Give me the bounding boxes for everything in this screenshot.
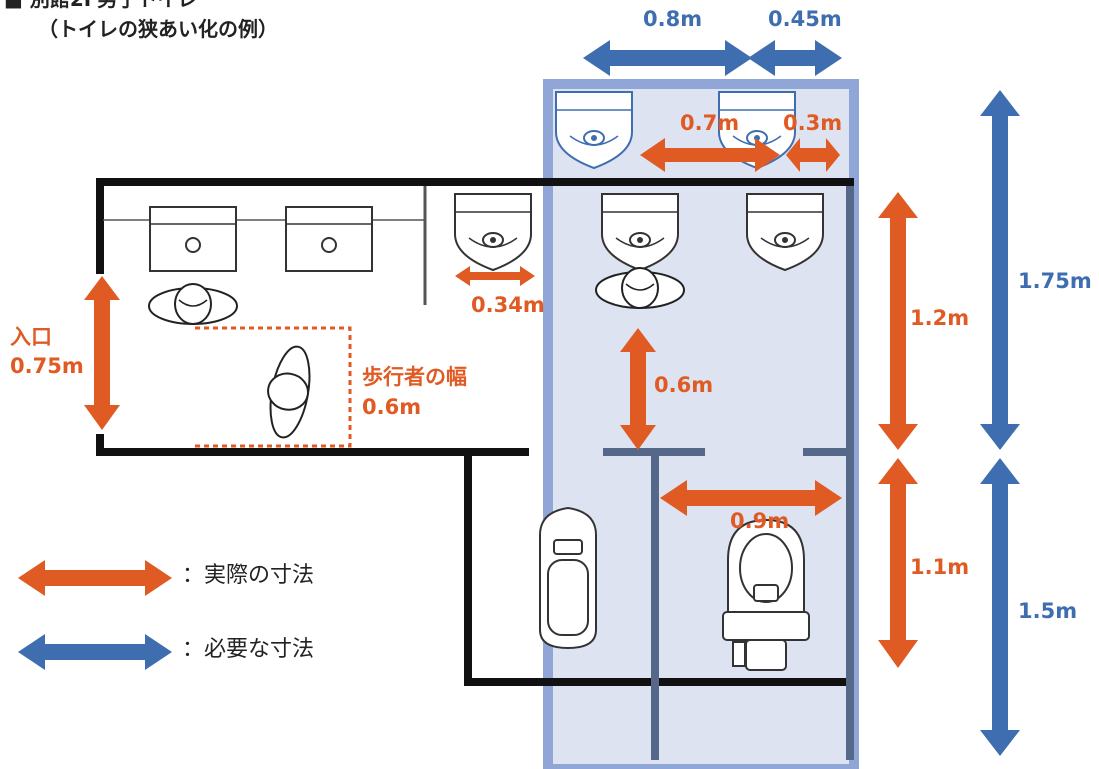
actual-urinal-spacing-arrow (640, 138, 780, 172)
walls (96, 178, 854, 686)
actual-urinal-spacing-label: 0.7m (680, 111, 740, 135)
required-urinal-spacing-arrow (583, 40, 752, 76)
sink-left (149, 206, 237, 272)
person-walking (267, 345, 311, 439)
required-arrows (18, 40, 1020, 756)
actual-booth-depth-arrow (878, 458, 918, 668)
booth-partitions (603, 186, 854, 760)
actual-booth-width-arrow (660, 480, 842, 516)
required-booth-depth-label: 1.5m (1018, 599, 1078, 623)
pedestrian-width-label: 0.6m (362, 395, 422, 419)
required-upper-depth-arrow (980, 90, 1020, 450)
entrance-title-label: 入口 (10, 325, 52, 349)
legend-actual-label: ：実際の寸法 (182, 563, 315, 588)
actual-urinal-depth-label: 1.2m (910, 306, 970, 330)
legend-actual-arrow (18, 560, 172, 596)
actual-entrance-arrow (84, 276, 120, 430)
squat-toilet (539, 506, 597, 650)
entrance-width-label: 0.75m (10, 354, 84, 378)
actual-urinal-gap-arrow (455, 266, 535, 286)
header-subtitle: （トイレの狭あい化の例） (38, 17, 278, 41)
western-toilet (722, 518, 810, 671)
actual-urinal-gap-label: 0.34m (471, 293, 545, 317)
legend-required-arrow (18, 634, 172, 670)
person-at-sink (148, 283, 238, 325)
required-upper-depth-label: 1.75m (1018, 269, 1092, 293)
pedestrian-title-label: 歩行者の幅 (362, 365, 467, 389)
required-booth-depth-arrow (980, 458, 1020, 756)
actual-booth-width-label: 0.9m (730, 509, 790, 533)
required-space-shade (548, 84, 854, 769)
required-urinal-spacing-label: 0.8m (643, 7, 703, 31)
required-urinal-side-arrow (748, 40, 842, 76)
actual-urinal-side-arrow (786, 138, 840, 172)
sink-right (285, 206, 373, 272)
actual-aisle-arrow (620, 328, 656, 450)
header-title-partial: ■ 別館2F男子トイレ (4, 0, 197, 10)
actual-urinal-depth-arrow (878, 192, 918, 450)
actual-urinal-side-label: 0.3m (783, 111, 843, 135)
legend-required-label: ：必要な寸法 (182, 637, 315, 662)
actual-aisle-label: 0.6m (654, 373, 714, 397)
required-urinal-side-label: 0.45m (768, 7, 842, 31)
actual-booth-depth-label: 1.1m (910, 555, 970, 579)
actual-arrows (18, 138, 918, 668)
urinal-1 (454, 193, 532, 271)
